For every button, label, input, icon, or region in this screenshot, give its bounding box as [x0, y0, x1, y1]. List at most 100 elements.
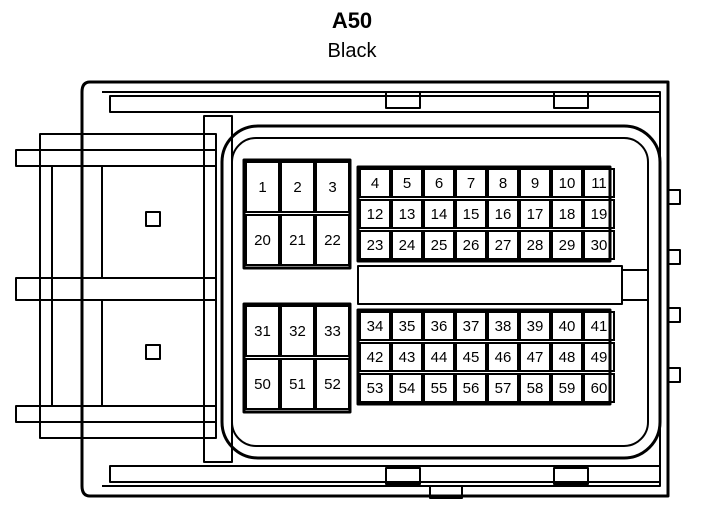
pin-cavity-54	[391, 373, 423, 403]
pin-cavity-4	[359, 168, 391, 198]
pin-cavity-22	[315, 214, 350, 266]
pin-cavity-19	[583, 199, 615, 229]
top-latch-right	[553, 91, 589, 109]
lever-bar-top	[15, 149, 217, 167]
pin-label-33: 33	[324, 323, 341, 340]
pin-label-43: 43	[399, 349, 416, 366]
pin-cavity-50	[245, 358, 280, 410]
pin-cavity-26	[455, 230, 487, 260]
pin-label-35: 35	[399, 318, 416, 335]
pin-label-22: 22	[324, 232, 341, 249]
pin-label-11: 11	[591, 175, 607, 192]
pin-cavity-47	[519, 342, 551, 372]
bottom-latch-right	[553, 467, 589, 485]
pin-cavity-23	[359, 230, 391, 260]
pin-cavity-41	[583, 311, 615, 341]
pin-cavity-51	[280, 358, 315, 410]
pin-cavity-25	[423, 230, 455, 260]
pin-label-26: 26	[463, 237, 480, 254]
pin-cavity-24	[391, 230, 423, 260]
pin-cavity-14	[423, 199, 455, 229]
pin-cavity-53	[359, 373, 391, 403]
pin-label-44: 44	[431, 349, 448, 366]
pin-label-6: 6	[435, 175, 443, 192]
pin-cavity-40	[551, 311, 583, 341]
center-pillar	[203, 115, 233, 463]
pin-label-4: 4	[371, 175, 379, 192]
pin-label-42: 42	[367, 349, 384, 366]
pin-label-40: 40	[559, 318, 576, 335]
pin-cavity-13	[391, 199, 423, 229]
pin-label-38: 38	[495, 318, 512, 335]
pin-label-49: 49	[591, 349, 608, 366]
pin-label-32: 32	[289, 323, 306, 340]
pin-cavity-60	[583, 373, 615, 403]
block-right-lower	[356, 308, 612, 406]
pin-label-20: 20	[254, 232, 271, 249]
pin-label-56: 56	[463, 380, 480, 397]
pin-cavity-48	[551, 342, 583, 372]
pin-label-16: 16	[495, 206, 512, 223]
pin-cavity-39	[519, 311, 551, 341]
pin-label-46: 46	[495, 349, 512, 366]
top-latch-left	[385, 91, 421, 109]
pin-cavity-46	[487, 342, 519, 372]
pin-label-37: 37	[463, 318, 480, 335]
pin-label-51: 51	[289, 376, 306, 393]
pin-label-53: 53	[367, 380, 384, 397]
pin-label-5: 5	[403, 175, 411, 192]
pin-label-9: 9	[531, 175, 539, 192]
pin-cavity-5	[391, 168, 423, 198]
pin-cavity-30	[583, 230, 615, 260]
connector-color: Black	[327, 40, 377, 62]
pin-label-14: 14	[431, 206, 448, 223]
pin-label-34: 34	[367, 318, 384, 335]
pin-cavity-58	[519, 373, 551, 403]
pin-label-47: 47	[527, 349, 544, 366]
pin-cavity-3	[315, 161, 350, 213]
pin-label-2: 2	[293, 179, 301, 196]
pin-label-30: 30	[591, 237, 608, 254]
pin-label-39: 39	[527, 318, 544, 335]
pin-cavity-44	[423, 342, 455, 372]
pin-cavity-45	[455, 342, 487, 372]
pin-cavity-11	[583, 168, 615, 198]
pin-label-25: 25	[431, 237, 448, 254]
pin-label-45: 45	[463, 349, 480, 366]
pin-label-54: 54	[399, 380, 416, 397]
pin-cavity-2	[280, 161, 315, 213]
pin-cavity-33	[315, 305, 350, 357]
bottom-key	[429, 485, 463, 499]
pin-cavity-20	[245, 214, 280, 266]
pin-cavity-16	[487, 199, 519, 229]
pin-label-19: 19	[591, 206, 608, 223]
pin-cavity-55	[423, 373, 455, 403]
side-tab-2	[667, 249, 681, 265]
pin-cavity-12	[359, 199, 391, 229]
pin-cavity-38	[487, 311, 519, 341]
pin-label-21: 21	[289, 232, 306, 249]
pin-cavity-27	[487, 230, 519, 260]
lever-bar-bottom	[15, 405, 217, 423]
bottom-latch-left	[385, 467, 421, 485]
lever-square-bottom	[145, 344, 161, 360]
pin-label-50: 50	[254, 376, 271, 393]
side-tab-1	[667, 189, 681, 205]
housing-inner-line	[102, 91, 661, 487]
pin-cavity-29	[551, 230, 583, 260]
pin-cavity-1	[245, 161, 280, 213]
pin-cavity-31	[245, 305, 280, 357]
pin-label-24: 24	[399, 237, 416, 254]
pin-cavity-57	[487, 373, 519, 403]
pin-label-10: 10	[559, 175, 576, 192]
pin-label-18: 18	[559, 206, 576, 223]
pin-label-31: 31	[254, 323, 271, 340]
connector-id: A50	[331, 8, 373, 33]
pin-label-1: 1	[258, 179, 266, 196]
pin-label-17: 17	[527, 206, 544, 223]
block-right-upper	[356, 165, 612, 263]
pin-label-52: 52	[324, 376, 341, 393]
pin-label-58: 58	[527, 380, 544, 397]
